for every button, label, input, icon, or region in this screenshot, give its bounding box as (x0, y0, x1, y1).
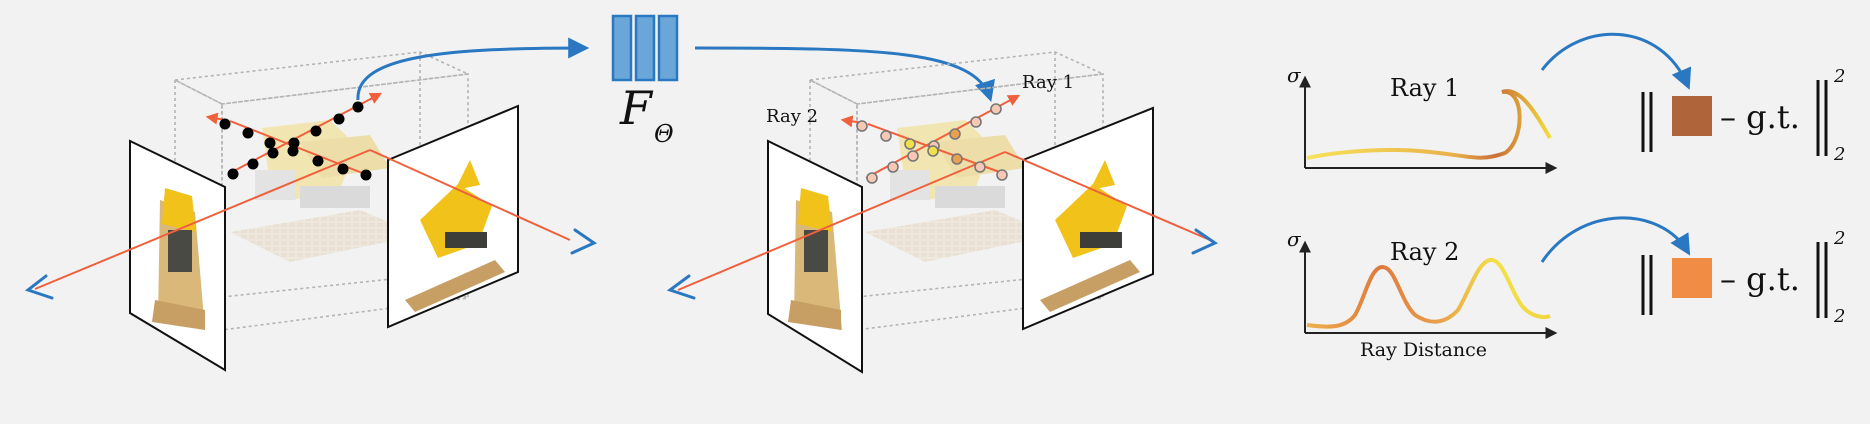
sigma-label-2: σ (1287, 227, 1302, 251)
network-symbol: F (619, 81, 654, 135)
gt-label-2: – g.t. (1720, 260, 1800, 298)
arrow-samples-to-network (356, 37, 590, 101)
mlp-layer-1 (611, 14, 633, 82)
image-plane-left-1 (129, 139, 226, 372)
predicted-color-swatch-2 (1672, 258, 1712, 298)
norm-subscript-1: 2 (1833, 144, 1845, 165)
density-plot-ray-1: σ Ray 1 (1287, 63, 1558, 174)
density-plot-ray-2: σ Ray 2 Ray Distance (1287, 227, 1558, 361)
loss-term-1: – g.t. 2 2 (1641, 66, 1845, 165)
image-plane-right-2 (1022, 106, 1154, 331)
scene-1-training-views (24, 51, 598, 372)
arrow-plot1-to-loss (1540, 32, 1692, 90)
camera-icon-right-1 (570, 228, 598, 255)
image-plane-right-1 (387, 104, 519, 329)
norm-superscript-1: 2 (1833, 66, 1845, 87)
x-axis-label: Ray Distance (1360, 339, 1487, 361)
camera-icon-left-2 (666, 274, 696, 300)
camera-icon-left-1 (24, 274, 54, 300)
ray-b-right (369, 149, 571, 241)
gt-label-1: – g.t. (1720, 98, 1800, 136)
arrow-network-to-scene (694, 46, 995, 103)
camera-icon-right-2 (1191, 228, 1219, 255)
scene-2-rendering: Ray 1 Ray 2 (666, 51, 1219, 374)
norm-superscript-2: 2 (1833, 228, 1845, 249)
plot-title-ray-1: Ray 1 (1390, 74, 1459, 102)
plot-title-ray-2: Ray 2 (1390, 238, 1459, 266)
predicted-color-swatch-1 (1672, 96, 1712, 136)
mlp-network: F Θ (611, 14, 679, 148)
sigma-label-1: σ (1287, 63, 1302, 87)
mlp-layer-3 (657, 14, 679, 82)
ray-1-label: Ray 1 (1022, 72, 1074, 93)
sample-points-2 (856, 103, 1008, 184)
arrow-plot2-to-loss (1540, 216, 1691, 263)
mlp-layer-2 (634, 14, 656, 82)
sample-points-1 (219, 101, 372, 181)
norm-subscript-2: 2 (1833, 306, 1845, 327)
faint-bulldozer-1 (230, 120, 420, 262)
density-curve-1 (1306, 89, 1552, 160)
loss-term-2: – g.t. 2 2 (1641, 228, 1845, 327)
ray-2-label: Ray 2 (766, 106, 818, 127)
density-curve-2 (1306, 258, 1551, 329)
image-plane-left-2 (767, 139, 863, 374)
faint-bulldozer-2 (865, 120, 1055, 262)
ray-a-lower (34, 149, 371, 290)
network-subscript: Θ (654, 120, 674, 148)
